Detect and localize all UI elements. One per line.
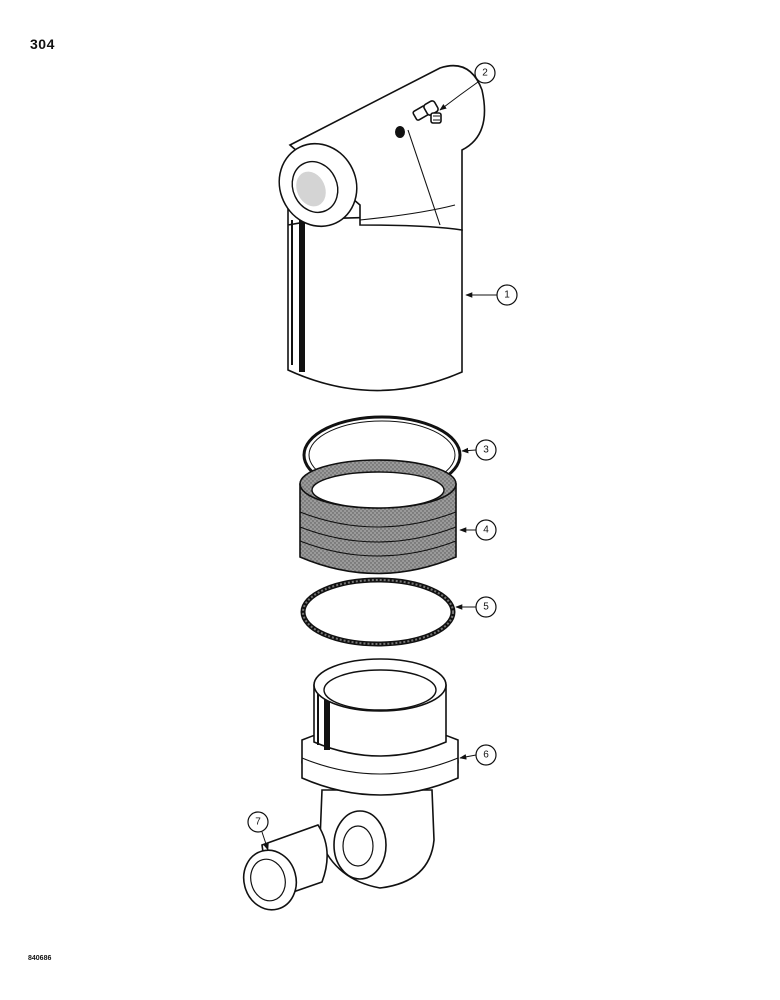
part-7-bushing [242,824,328,911]
part-5-o-ring [300,577,456,647]
callout-3: 3 [475,439,497,461]
callout-5: 5 [475,596,497,618]
leader-7 [261,831,269,851]
figure-code: 840686 [28,955,52,962]
callout-1-label: 1 [504,290,510,301]
callout-5-label: 5 [483,602,489,613]
callout-3-label: 3 [483,445,489,456]
callout-4: 4 [475,519,497,541]
callout-2: 2 [474,62,496,84]
callout-7-label: 7 [255,817,261,828]
callout-2-label: 2 [482,68,488,79]
part-2-grease-fitting [412,100,442,124]
callout-leaders [261,81,497,851]
callout-6: 6 [475,744,497,766]
part-1-cylinder-barrel [278,64,486,392]
leader-6 [459,754,477,760]
part-6-rod-end-piston [301,658,459,889]
callout-7: 7 [247,811,269,833]
callout-6-label: 6 [483,750,489,761]
page-number: 304 [30,36,55,52]
leader-3 [461,447,477,454]
part-4-piston-ring-set [299,459,457,575]
callout-1: 1 [496,284,518,306]
callout-4-label: 4 [483,525,489,536]
leader-2 [439,81,479,111]
